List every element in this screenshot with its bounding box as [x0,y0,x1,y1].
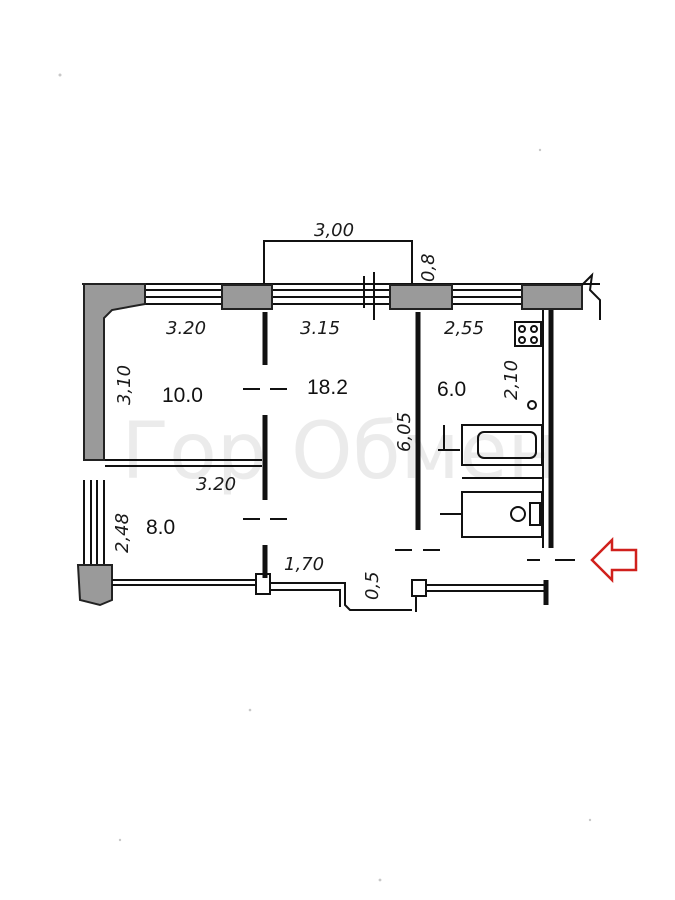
dim-room2-depth: 2,48 [112,513,133,553]
bathroom-block [438,321,543,538]
area-room2: 8.0 [146,516,175,539]
dim-room1-depth: 3,10 [114,365,135,405]
partitions [105,272,575,578]
area-kitchen: 6.0 [437,378,466,401]
watermark: Гор Обмен [122,407,559,497]
dim-room2-width: 3.20 [196,474,236,495]
outer-walls [76,272,601,612]
dim-corridor-width: 1,70 [284,554,324,575]
dim-balcony-depth: 0,8 [418,253,439,282]
dim-living-depth: 6,05 [394,412,415,452]
dim-step-depth: 0,5 [362,571,383,600]
area-living: 18.2 [307,376,348,399]
dim-kitchen-depth: 2,10 [501,360,522,400]
area-room1: 10.0 [162,384,203,407]
scan-noise [58,73,592,882]
entrance-arrow-icon [590,536,638,584]
dim-kitchen-width: 2,55 [444,318,484,339]
balcony [263,240,413,285]
dim-balcony-width: 3,00 [314,220,354,241]
dim-living-width: 3.15 [300,318,340,339]
dim-room1-width: 3.20 [166,318,206,339]
